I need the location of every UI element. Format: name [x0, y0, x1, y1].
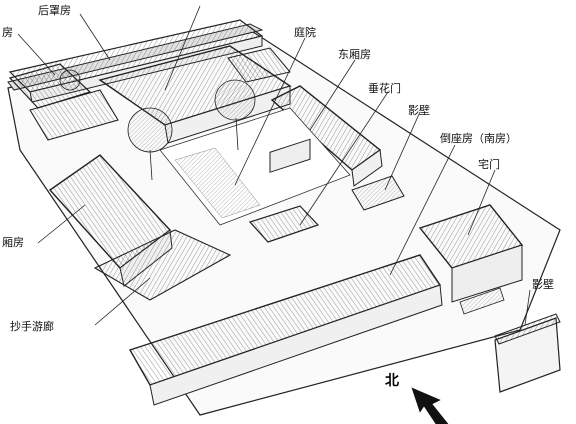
label-courtyard: 庭院	[294, 26, 316, 39]
label-corridor: 抄手游廊	[10, 320, 54, 333]
ear-room-left	[29, 89, 119, 141]
inner-screen-wall	[351, 175, 405, 211]
ear-room-right	[227, 47, 291, 83]
south-house-wall	[149, 284, 443, 406]
label-gate: 宅门	[478, 158, 500, 171]
north-label: 北	[385, 373, 399, 389]
label-east-wing: 东厢房	[338, 48, 371, 61]
label-inner-screen-wall: 影壁	[408, 104, 430, 117]
leader-lines	[17, 5, 531, 326]
label-back-row-house: 后罩房	[38, 4, 71, 17]
gate-wall	[451, 244, 523, 303]
north-arrow-icon	[411, 387, 449, 424]
label-hanging-flower-gate: 垂花门	[368, 82, 401, 95]
courtyard-path	[174, 147, 261, 219]
tree-left	[127, 107, 173, 181]
label-outer-screen-wall: 影壁	[532, 278, 554, 291]
hanging-flower-gate-body	[269, 138, 311, 173]
outer-screen-wall-top	[494, 313, 561, 345]
label-partial-house: 房	[2, 26, 13, 39]
tree-top	[59, 69, 81, 91]
gate-steps	[459, 287, 505, 315]
label-west-wing: 厢房	[2, 236, 24, 249]
hanging-flower-gate-roof	[248, 205, 320, 243]
corridor-roof	[93, 229, 232, 301]
tree-right	[214, 79, 256, 151]
east-wing-wall	[351, 149, 383, 187]
label-south-house: 倒座房（南房）	[440, 132, 517, 145]
